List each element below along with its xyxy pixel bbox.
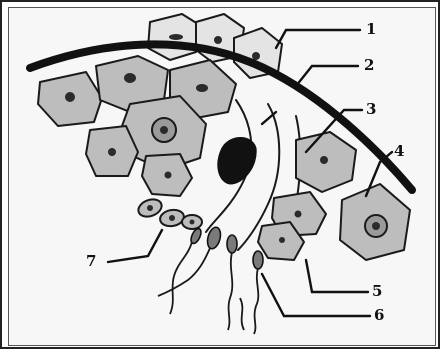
leader-7 [108,230,162,262]
leader-1 [276,30,360,48]
label-5: 5 [372,282,382,300]
leader-2 [296,66,358,86]
spermatogonia-group [38,56,236,196]
sertoli-nucleus [218,138,256,185]
sperm-head-3 [253,251,263,269]
label-2: 2 [364,56,374,74]
sperm-head-2 [227,235,237,253]
label-4: 4 [394,142,404,160]
right-cell-group [258,132,410,260]
leader-6 [262,274,370,316]
label-1: 1 [366,20,376,38]
label-6: 6 [374,306,384,324]
label-3: 3 [366,100,376,118]
spermatid-cluster [136,196,263,334]
label-7: 7 [86,252,96,270]
leader-5 [306,260,368,292]
